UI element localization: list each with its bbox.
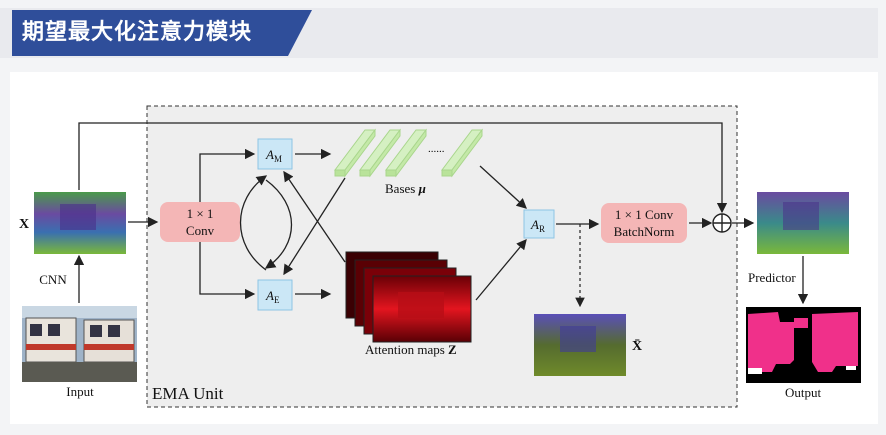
conv-batchnorm-box <box>601 203 687 243</box>
ar-label: AR <box>530 217 545 234</box>
cnn-label: CNN <box>39 272 67 287</box>
title-tab <box>12 10 312 56</box>
am-label: AM <box>265 147 282 164</box>
bases-dots: ...... <box>428 143 445 155</box>
conv-batchnorm-line1: 1 × 1 Conv <box>615 207 674 222</box>
add-node <box>712 213 732 233</box>
x-label: X <box>19 217 29 232</box>
am-box <box>257 138 293 170</box>
ae-box <box>257 279 293 311</box>
output-label: Output <box>785 385 822 400</box>
conv-box <box>160 202 240 242</box>
conv-to-am-arrow <box>199 148 256 202</box>
ar-box <box>523 209 555 239</box>
conv-batchnorm-line2: BatchNorm <box>614 224 675 239</box>
conv-label-line2: Conv <box>186 223 215 238</box>
bases-label: Bases μ <box>385 181 426 196</box>
attention-maps-stack <box>345 251 472 343</box>
conv-to-ae-arrow <box>199 242 256 300</box>
x-hat-map <box>534 314 626 376</box>
bases-to-ae-cross-arrow <box>283 177 346 276</box>
x-hat-label: X̄ <box>632 339 642 354</box>
conv-label-line1: 1 × 1 <box>187 206 214 221</box>
em-iteration-right-arrow <box>264 179 293 269</box>
em-iteration-left-arrow <box>239 175 268 271</box>
slide-title: 期望最大化注意力模块 <box>22 20 253 45</box>
ema-unit-label: EMA Unit <box>152 384 224 403</box>
ae-label: AE <box>265 288 280 305</box>
input-label: Input <box>66 384 94 399</box>
feature-map-x <box>34 192 126 254</box>
bases-blocks <box>334 128 483 178</box>
attention-maps-label: Attention maps Z <box>365 342 457 357</box>
predictor-label: Predictor <box>748 270 796 285</box>
attention-to-ar-arrow <box>475 239 527 301</box>
output-segmentation <box>746 307 861 383</box>
attention-to-am-cross-arrow <box>283 170 346 263</box>
input-image <box>22 306 137 382</box>
output-feature-map <box>757 192 849 254</box>
skip-connection-arrow <box>78 122 728 214</box>
bases-to-ar-arrow <box>479 165 527 209</box>
